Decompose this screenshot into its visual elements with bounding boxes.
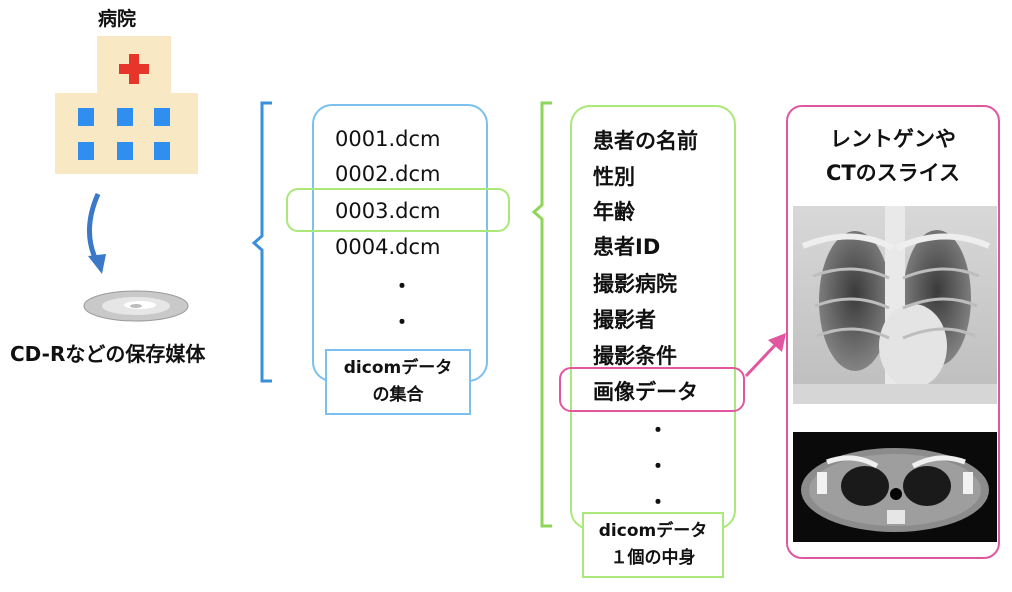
blue-brace — [251, 101, 272, 383]
images-title-line1: レントゲンや — [830, 127, 956, 151]
field-item: 撮影病院 — [593, 272, 677, 296]
file-item: 0003.dcm — [335, 199, 441, 223]
ellipsis-dot: ・ — [648, 418, 668, 442]
hospital-label: 病院 — [98, 8, 137, 30]
dicom-single-label: dicomデータ １個の中身 — [582, 512, 724, 578]
ellipsis-dot: ・ — [648, 490, 668, 514]
dicom-single-label-line2: １個の中身 — [610, 548, 696, 568]
selected-file-highlight — [286, 188, 510, 232]
images-title: レントゲンや CTのスライス — [786, 122, 1000, 190]
field-item: 患者の名前 — [593, 129, 698, 153]
dicom-set-label-line1: dicomデータ — [343, 358, 453, 378]
field-item: 撮影条件 — [593, 344, 677, 368]
xray-image — [793, 206, 997, 404]
curved-arrow-icon — [86, 192, 106, 274]
images-box — [786, 105, 1000, 559]
ellipsis-dot: ・ — [392, 274, 412, 298]
dicom-set-label-line2: の集合 — [372, 385, 424, 405]
file-item: 0004.dcm — [335, 235, 441, 259]
dicom-set-label: dicomデータ の集合 — [325, 349, 471, 415]
disc-icon — [83, 290, 189, 322]
field-item: 患者ID — [593, 235, 661, 259]
image-data-highlight — [559, 367, 745, 412]
field-item: 画像データ — [593, 380, 698, 404]
ct-image — [793, 432, 997, 542]
dicom-single-label-line1: dicomデータ — [598, 521, 708, 541]
green-brace — [531, 101, 552, 528]
images-title-line2: CTのスライス — [825, 161, 961, 185]
hospital-icon — [55, 36, 198, 174]
field-item: 性別 — [593, 165, 635, 189]
file-item: 0002.dcm — [335, 162, 441, 186]
media-label: CD-Rなどの保存媒体 — [10, 342, 206, 366]
pink-arrow-icon — [744, 333, 786, 378]
ellipsis-dot: ・ — [648, 454, 668, 478]
ellipsis-dot: ・ — [392, 310, 412, 334]
field-item: 年齢 — [593, 200, 635, 224]
field-item: 撮影者 — [593, 308, 656, 332]
file-item: 0001.dcm — [335, 127, 441, 151]
